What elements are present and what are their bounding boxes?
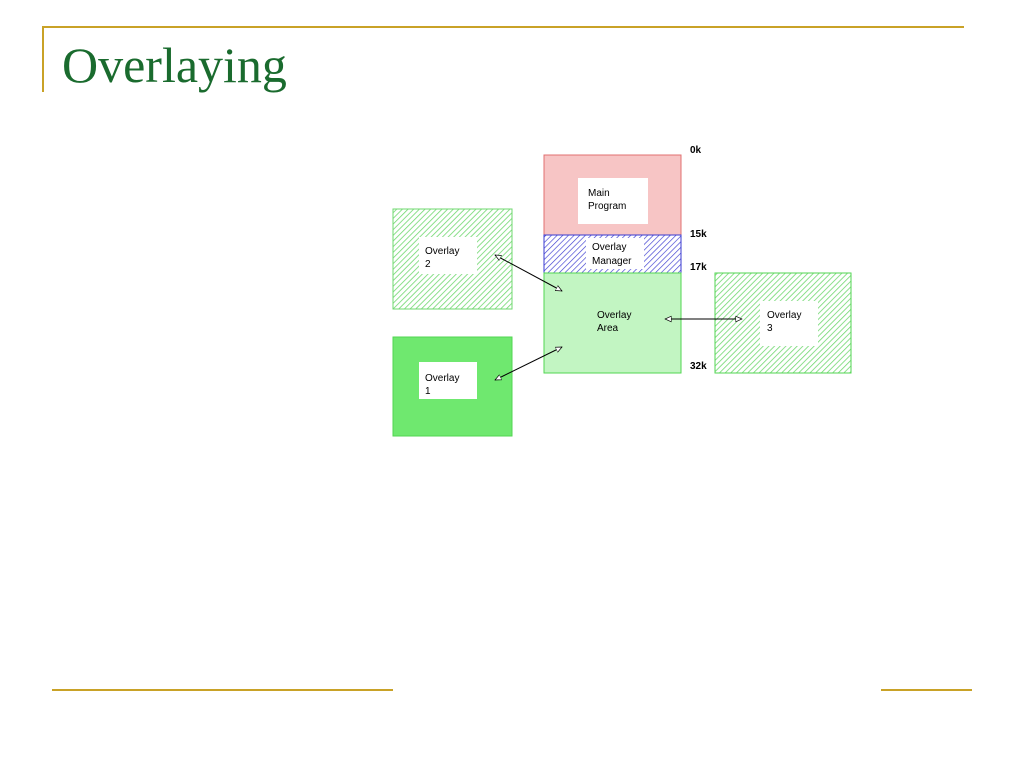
main-program-label-line1: Main — [588, 188, 610, 199]
main-program-block: Main Program — [543, 154, 682, 236]
overlay-manager-block: Overlay Manager — [543, 234, 682, 274]
overlay-2-block: Overlay 2 — [392, 208, 513, 310]
overlay-3-block: Overlay 3 — [714, 272, 852, 374]
overlay-area-block: Overlay Area — [543, 272, 682, 374]
main-program-label-line2: Program — [588, 201, 626, 212]
frame-left-rule — [42, 26, 44, 92]
slide-title: Overlaying — [62, 37, 287, 93]
address-15k: 15k — [690, 229, 707, 240]
frame-top-rule — [42, 26, 964, 28]
overlay-area-label-line2: Area — [597, 323, 619, 334]
footer-rule-right — [881, 689, 972, 691]
overlay-area-label-line1: Overlay — [597, 310, 631, 321]
overlay-2-label-line2: 2 — [425, 259, 431, 270]
footer-rule-left — [52, 689, 393, 691]
overlay-3-label-line2: 3 — [767, 323, 773, 334]
address-32k: 32k — [690, 361, 707, 372]
arrow-overlay-1-to-area — [495, 346, 562, 381]
overlay-1-block: Overlay 1 — [392, 336, 513, 437]
address-0k: 0k — [690, 145, 702, 156]
overlay-2-label-line1: Overlay — [425, 246, 459, 257]
overlay-3-label-line1: Overlay — [767, 310, 801, 321]
arrow-overlay-2-to-area — [495, 254, 562, 292]
overlay-manager-label-line1: Overlay — [592, 242, 626, 253]
overlay-manager-label-line2: Manager — [592, 256, 632, 267]
overlay-1-label-line1: Overlay — [425, 373, 459, 384]
address-17k: 17k — [690, 262, 707, 273]
overlay-1-label-line2: 1 — [425, 386, 431, 397]
